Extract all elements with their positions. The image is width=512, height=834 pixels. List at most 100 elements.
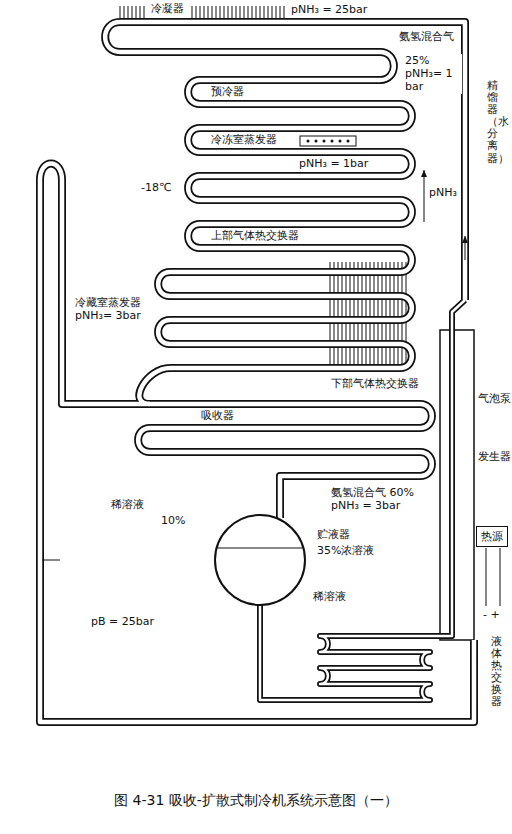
- evaporator-fin: [390, 262, 391, 364]
- part-label: 35%浓溶液: [316, 544, 375, 557]
- part-label: 稀溶液: [110, 498, 145, 511]
- freezer-dot: [331, 140, 334, 143]
- evaporator-fin: [382, 262, 383, 364]
- condenser-fin: [260, 6, 261, 18]
- part-label: 下部气体热交换器: [330, 377, 420, 390]
- part-label: pNH₃ = 25bar: [290, 3, 368, 16]
- condenser-fin: [132, 6, 133, 18]
- part-label: 稀溶液: [312, 590, 347, 603]
- reservoir: [215, 515, 305, 605]
- arrow-head: [462, 236, 468, 243]
- freezer-box: [300, 136, 356, 146]
- condenser-fin: [284, 6, 285, 18]
- condenser-fin: [236, 6, 237, 18]
- condenser-fin: [204, 6, 205, 18]
- freezer-dot: [347, 140, 350, 143]
- fins: [120, 6, 406, 364]
- tube-bore: [40, 164, 474, 723]
- freezer-dot: [307, 140, 310, 143]
- condenser-fin: [252, 6, 253, 18]
- condenser-fin: [200, 6, 201, 18]
- condenser-fin: [224, 6, 225, 18]
- evaporator-fin: [354, 262, 355, 364]
- condenser-fin: [192, 6, 193, 18]
- condenser-fin: [196, 6, 197, 18]
- part-label: 液体热交换器: [490, 636, 503, 709]
- condenser-fin: [276, 6, 277, 18]
- part-label: 气泡泵: [477, 392, 512, 405]
- evaporator-fin: [338, 262, 339, 364]
- part-label: 10%: [160, 514, 186, 527]
- part-label: 预冷器: [210, 85, 245, 98]
- condenser-fin: [124, 6, 125, 18]
- generator-housing: [440, 330, 474, 640]
- part-label: pNH₃ = 1bar: [298, 157, 369, 170]
- part-label: 冷冻室蒸发器: [210, 133, 278, 146]
- part-label: - +: [482, 608, 501, 621]
- condenser-fin: [144, 6, 145, 18]
- evaporator-fin: [350, 262, 351, 364]
- tube-bore: [105, 22, 465, 518]
- condenser-fin: [212, 6, 213, 18]
- condenser-fin: [232, 6, 233, 18]
- arrow-head: [421, 170, 427, 177]
- evaporator-fin: [342, 262, 343, 364]
- evaporator-fin: [366, 262, 367, 364]
- tube-wall: [260, 300, 465, 700]
- part-label: 氨氢混合气 60% pNH₃ = 3bar: [330, 486, 428, 512]
- heater-wire: [486, 548, 487, 606]
- condenser-fin: [244, 6, 245, 18]
- condenser-fin: [128, 6, 129, 18]
- condenser-fin: [268, 6, 269, 18]
- evaporator-fin: [358, 262, 359, 364]
- condenser-fin: [240, 6, 241, 18]
- evaporator-fin: [386, 262, 387, 364]
- node-text: 热源: [481, 530, 503, 543]
- condenser-fin: [220, 6, 221, 18]
- tube-bore: [260, 300, 465, 700]
- part-label: 上部气体热交换器: [210, 229, 300, 242]
- condenser-fin: [264, 6, 265, 18]
- part-label: 冷凝器: [150, 2, 185, 15]
- heater-wire: [500, 548, 501, 606]
- freezer-dot: [323, 140, 326, 143]
- condenser-fin: [208, 6, 209, 18]
- condenser-fin: [280, 6, 281, 18]
- evaporator-fin: [374, 262, 375, 364]
- condenser-fin: [272, 6, 273, 18]
- part-label: 吸收器: [200, 409, 235, 422]
- part-label: 氨氢混合气: [398, 30, 455, 43]
- evaporator-fin: [402, 262, 403, 364]
- tube-wall: [105, 22, 465, 518]
- part-label: 精馏器（水分离器）: [486, 80, 499, 165]
- evaporator-fin: [398, 262, 399, 364]
- condenser-fin: [136, 6, 137, 18]
- freezer-dot: [315, 140, 318, 143]
- part-label: 贮液器: [316, 528, 351, 541]
- evaporator-fin: [346, 262, 347, 364]
- condenser-fin: [216, 6, 217, 18]
- flow-arrow: [424, 170, 425, 222]
- condenser-fin: [228, 6, 229, 18]
- part-label: pNH₃: [428, 186, 458, 199]
- evaporator-fin: [370, 262, 371, 364]
- evaporator-fin: [334, 262, 335, 364]
- evaporator-fin: [378, 262, 379, 364]
- evaporator-fin: [330, 262, 331, 364]
- evaporator-fin: [394, 262, 395, 364]
- part-label: 冷藏室蒸发器 pNH₃= 3bar: [74, 296, 148, 322]
- part-label: 25% pNH₃= 1 bar: [404, 54, 462, 94]
- condenser-fin: [256, 6, 257, 18]
- evaporator-fin: [362, 262, 363, 364]
- part-label: -18℃: [140, 181, 172, 194]
- part-label: 发生器: [477, 450, 512, 463]
- heat-source-box: 热源: [476, 526, 508, 547]
- condenser-fin: [140, 6, 141, 18]
- liquid-level: [218, 548, 302, 549]
- liquid-level: [42, 560, 60, 561]
- condenser-fin: [248, 6, 249, 18]
- condenser-fin: [120, 6, 121, 18]
- figure-caption: 图 4-31 吸收-扩散式制冷机系统示意图（一）: [0, 792, 512, 810]
